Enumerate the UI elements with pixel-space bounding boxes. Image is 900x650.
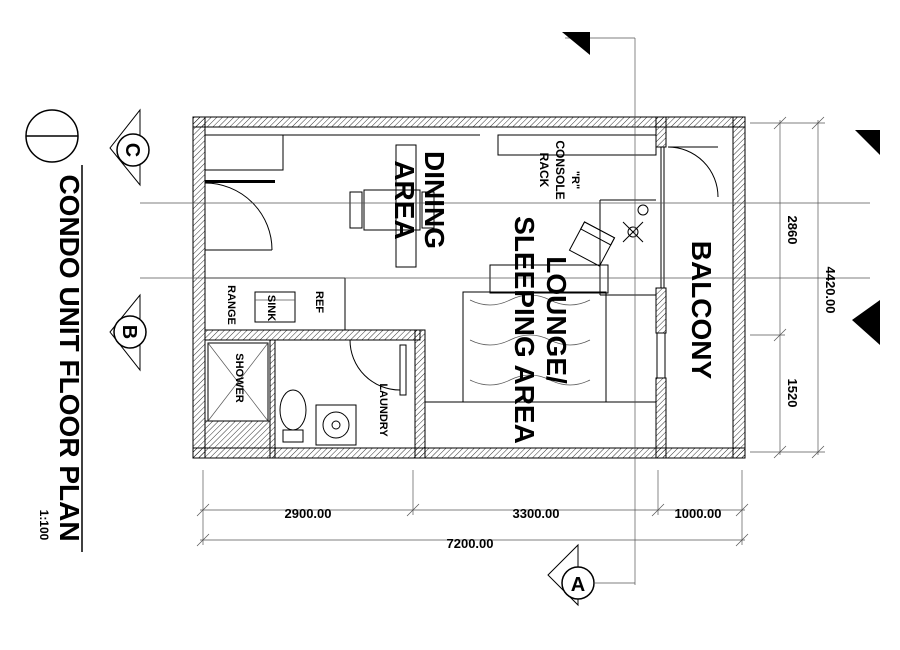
dining-label-2: AREA (389, 160, 420, 239)
horizontal-dimensions (196, 470, 749, 547)
bed (425, 264, 656, 403)
bathroom-door (349, 339, 407, 396)
balcony-door (667, 146, 719, 198)
lounge-label-1: LOUNGE/ (541, 256, 572, 384)
console-rack (497, 134, 657, 156)
sliding-door (599, 147, 666, 379)
walls (192, 116, 746, 459)
marker-a-label: A (571, 574, 585, 596)
laundry-label: LAUNDRY (377, 383, 389, 437)
drawing-title: CONDO UNIT FLOOR PLAN (54, 174, 85, 541)
counter (204, 134, 284, 171)
title-block (25, 109, 83, 552)
section-marker-b: B (109, 293, 880, 372)
marker-c-label: C (121, 143, 143, 157)
dim-7200: 7200.00 (447, 536, 494, 551)
section-lines (140, 37, 870, 585)
dining-table (349, 144, 435, 268)
ref-label: REF (313, 291, 325, 313)
dim-3300: 3300.00 (513, 506, 560, 521)
lavatory (315, 404, 357, 446)
drawing-scale: 1:100 (37, 510, 51, 541)
section-marker-c: C (109, 108, 880, 187)
rack-label: RACK (537, 153, 551, 188)
shower-label: SHOWER (233, 353, 245, 403)
sink-label: SINK (265, 295, 277, 321)
lounge-label-2: SLEEPING AREA (509, 216, 540, 444)
balcony-label: BALCONY (686, 241, 717, 380)
section-marker-a: A (547, 32, 635, 607)
shower-stall (204, 342, 271, 449)
entrance-door (204, 180, 275, 251)
dim-1520: 1520 (785, 379, 800, 408)
dim-2900: 2900.00 (285, 506, 332, 521)
range-label: RANGE (225, 285, 237, 325)
console-label: CONSOLE (553, 140, 567, 199)
marker-b-label: B (118, 325, 140, 339)
lounge-chair (568, 221, 616, 267)
dim-4420: 4420.00 (823, 267, 838, 314)
dining-label-1: DINING (419, 151, 450, 249)
toilet (279, 389, 307, 443)
ceiling-fan-icon (622, 204, 649, 243)
vertical-dimensions (750, 116, 825, 459)
console-r-label: "R" (569, 171, 581, 189)
dim-1000: 1000.00 (675, 506, 722, 521)
dim-2860: 2860 (785, 216, 800, 245)
